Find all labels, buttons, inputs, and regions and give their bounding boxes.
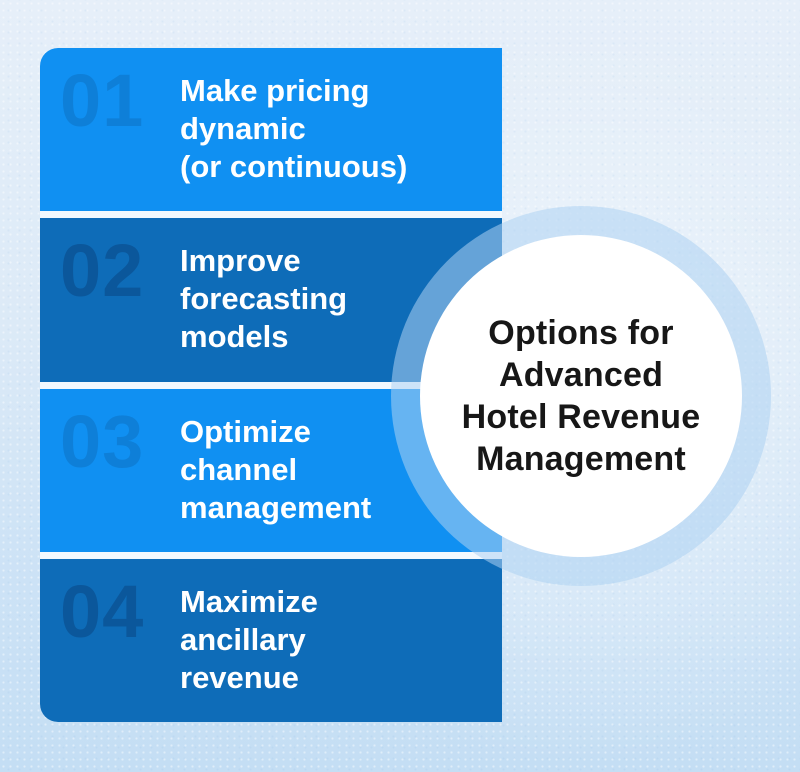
item-number: 03 [60,399,145,483]
list-item: 01 Make pricing dynamic (or continuous) [40,48,502,212]
list-item: 04 Maximize ancillary revenue [40,558,502,722]
title-circle: Options for Advanced Hotel Revenue Manag… [420,235,742,557]
item-label: Optimize channel management [180,413,372,525]
item-label: Improve forecasting models [180,243,348,355]
page-title: Options for Advanced Hotel Revenue Manag… [461,314,701,478]
item-number: 04 [60,569,145,653]
item-number: 02 [60,229,145,313]
item-label: Maximize ancillary revenue [180,583,318,695]
item-label: Make pricing dynamic (or continuous) [180,73,408,184]
item-number: 01 [60,59,145,142]
